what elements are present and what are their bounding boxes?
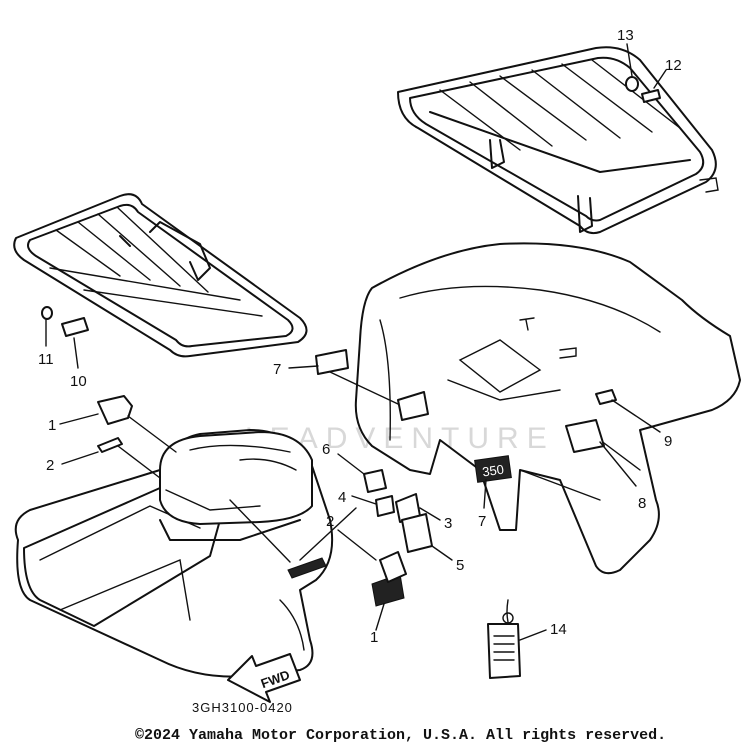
callout-numbers: 13 12 11 10 7 1 2 6 4 3 5 2 1 7 9 8 14 [38, 27, 682, 646]
decal-7-badge [474, 455, 512, 483]
decal-2-front-lower [287, 557, 327, 579]
fwd-arrow: FWD [227, 653, 301, 703]
callout-11: 11 [38, 351, 54, 368]
leader-lines [59, 365, 661, 641]
callout-5: 5 [456, 557, 464, 574]
decal-2-front-upper [97, 437, 123, 453]
callout-14: 14 [550, 621, 567, 638]
decal-12 [641, 89, 661, 103]
callout-4: 4 [338, 489, 346, 506]
tag-14 [487, 599, 521, 679]
decal-8 [565, 419, 605, 453]
decal-9 [595, 389, 617, 405]
callout-6: 6 [322, 441, 330, 458]
rear-fender: 350 [315, 242, 741, 575]
callout-1-upper: 1 [48, 417, 56, 434]
callout-9: 9 [664, 433, 672, 450]
callout-13: 13 [617, 27, 634, 44]
decal-5 [401, 513, 433, 553]
front-carrier-rack [13, 193, 308, 369]
decal-10 [61, 317, 89, 337]
decal-7-rear-upper [397, 391, 429, 421]
callout-10: 10 [70, 373, 87, 390]
callout-2-lower: 2 [326, 513, 334, 530]
decal-group-center [363, 469, 433, 553]
decal-13 [625, 76, 639, 92]
decal-6 [363, 469, 387, 493]
decal-1-front-upper [97, 395, 133, 425]
callout-7-upper: 7 [273, 361, 281, 378]
part-code: 3GH3100-0420 [192, 700, 293, 715]
callout-12: 12 [665, 57, 682, 74]
copyright-footer: ©2024 Yamaha Motor Corporation, U.S.A. A… [135, 727, 667, 744]
callout-8: 8 [638, 495, 646, 512]
decal-11 [41, 306, 53, 320]
callout-2-upper: 2 [46, 457, 54, 474]
rear-carrier-rack [397, 43, 719, 235]
decal-7-rear-left [315, 349, 349, 375]
svg-text:350: 350 [481, 462, 505, 480]
decal-4 [375, 495, 395, 517]
callout-7-lower: 7 [478, 513, 486, 530]
callout-1-lower: 1 [370, 629, 378, 646]
callout-3: 3 [444, 515, 452, 532]
front-fender [14, 395, 407, 678]
